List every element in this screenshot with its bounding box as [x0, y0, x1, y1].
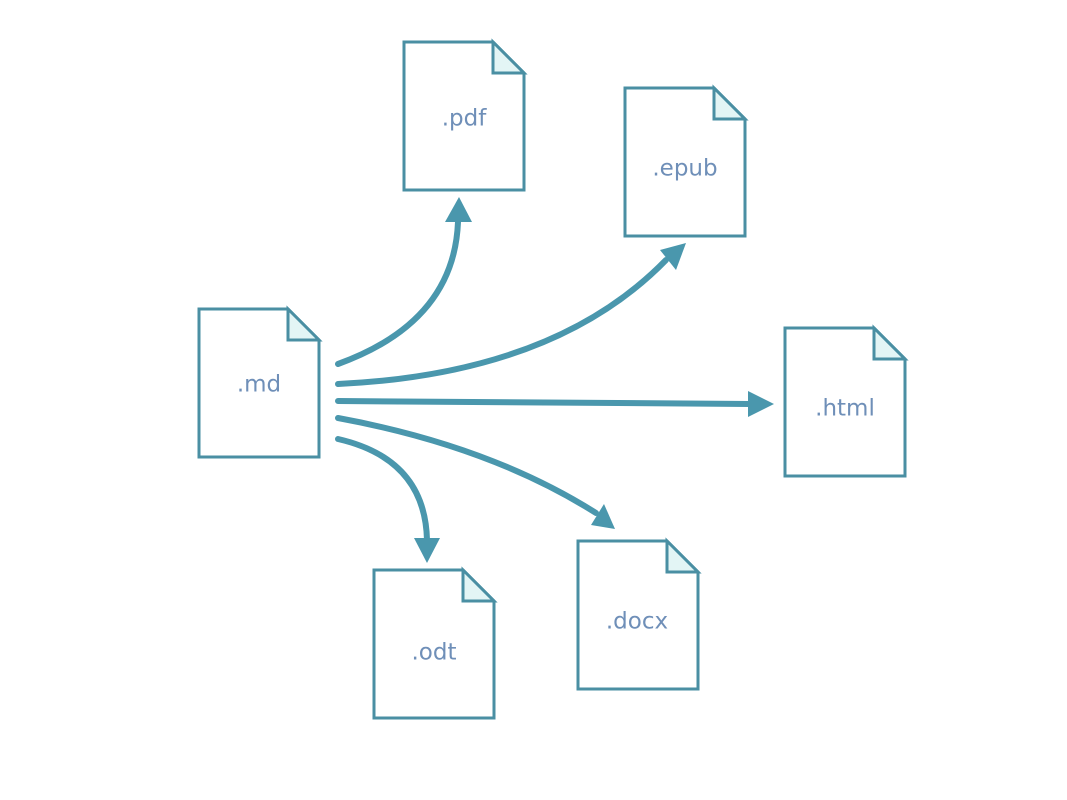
document-md: .md [197, 305, 323, 459]
arrow-md-to-pdf [335, 197, 472, 367]
page-fold [491, 38, 528, 75]
documents: .md .pdf .epub .html .docx .odt [197, 38, 909, 720]
file-icon [623, 86, 747, 238]
page-fold [872, 324, 909, 361]
file-icon [402, 40, 526, 192]
arrows [335, 197, 774, 563]
document-label-epub: .epub [652, 156, 717, 182]
page-fold [665, 537, 702, 574]
document-epub: .epub [623, 84, 749, 238]
arrow-md-to-epub [335, 243, 686, 387]
document-label-md: .md [237, 372, 281, 398]
document-label-pdf: .pdf [442, 106, 488, 132]
page-fold [712, 84, 749, 121]
arrow-md-to-odt [335, 436, 440, 563]
arrow-md-to-html [335, 391, 774, 417]
document-label-html: .html [815, 396, 875, 422]
file-icon [783, 326, 907, 478]
document-html: .html [783, 324, 909, 478]
document-label-odt: .odt [411, 640, 456, 666]
document-odt: .odt [372, 566, 498, 720]
arrow-md-to-docx [335, 415, 615, 529]
document-pdf: .pdf [402, 38, 528, 192]
file-icon [372, 568, 496, 720]
document-docx: .docx [576, 537, 702, 691]
page-fold [286, 305, 323, 342]
file-icon [576, 539, 700, 691]
page-fold [461, 566, 498, 603]
document-label-docx: .docx [606, 609, 668, 635]
file-icon [197, 307, 321, 459]
